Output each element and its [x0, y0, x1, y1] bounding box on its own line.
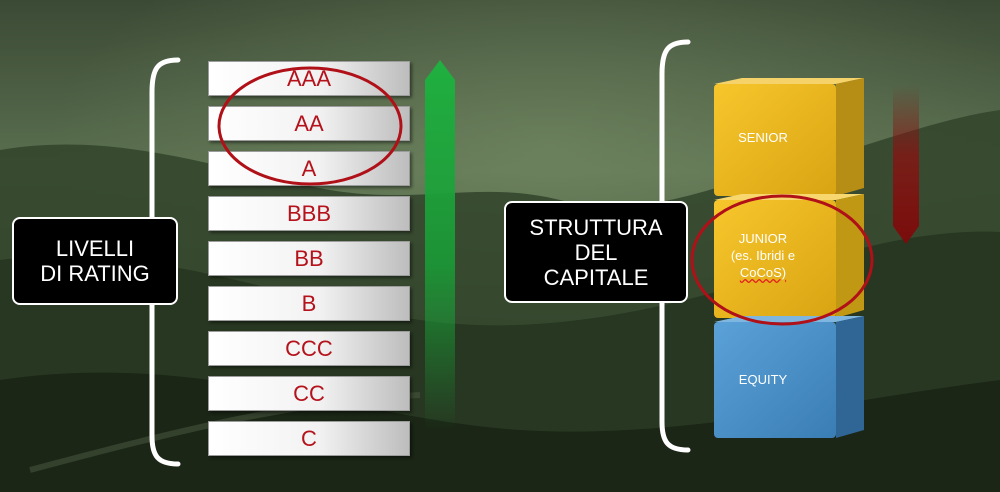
- capital-structure-label-line-2: DEL: [574, 239, 618, 265]
- rating-bar-b: B: [208, 286, 410, 321]
- rating-bar-bb: BB: [208, 241, 410, 276]
- rating-bar-cc: CC: [208, 376, 410, 411]
- rating-bar-bbb: BBB: [208, 196, 410, 231]
- rating-bar-ccc: CCC: [208, 331, 410, 366]
- junior-cube-label: JUNIOR (es. Ibridi e CoCoS): [714, 230, 812, 281]
- equity-cube-label: EQUITY: [738, 372, 788, 387]
- rating-levels-label: LIVELLI DI RATING: [12, 217, 178, 305]
- capital-structure-label-line-3: CAPITALE: [543, 264, 649, 290]
- junior-cube-label-line-1: JUNIOR: [738, 231, 788, 246]
- senior-cube-label: SENIOR: [738, 130, 788, 145]
- rating-bar-a: A: [208, 151, 410, 186]
- rating-levels-label-line-1: LIVELLI: [55, 236, 135, 261]
- rating-bar-c: C: [208, 421, 410, 456]
- capital-structure-label: STRUTTURA DEL CAPITALE: [504, 201, 688, 303]
- junior-cube-label-line-3: CoCoS): [739, 265, 787, 280]
- rating-bar-aa: AA: [208, 106, 410, 141]
- capital-structure-label-line-1: STRUTTURA: [529, 214, 663, 240]
- rating-bar-aaa: AAA: [208, 61, 410, 96]
- junior-cube-label-line-2: (es. Ibridi e: [730, 248, 796, 263]
- rating-levels-label-line-2: DI RATING: [40, 261, 150, 286]
